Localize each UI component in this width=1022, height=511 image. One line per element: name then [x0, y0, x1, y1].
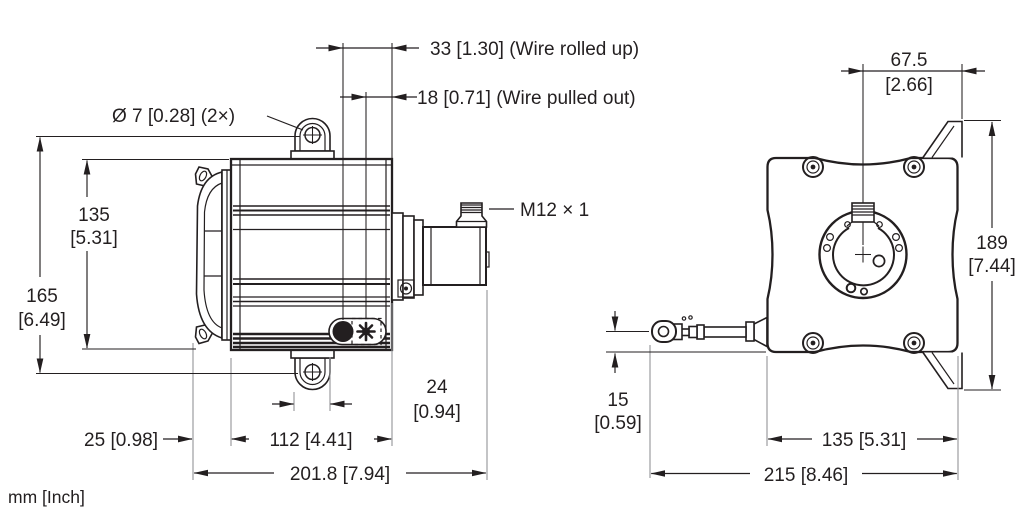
dim-mount-span: 165 [6.49]	[18, 136, 66, 374]
rear-view	[651, 120, 963, 390]
dim-label-rear-height-mm: 189	[976, 233, 1008, 254]
dim-label-overall-length: 201.8 [7.94]	[290, 464, 390, 485]
dim-rear-width: 135 [5.31]	[767, 430, 958, 451]
m12-connector-end	[846, 202, 880, 227]
dim-label-rear-width: 135 [5.31]	[822, 430, 907, 451]
dim-label-wire-offset-in: [0.59]	[594, 413, 642, 434]
dim-label-wire-offset-mm: 15	[607, 390, 628, 411]
dim-label-mount-span-in: [6.49]	[18, 310, 66, 331]
dim-wire-pulled-out: 18 [0.71] (Wire pulled out)	[340, 88, 636, 109]
corner-tab-bottom	[922, 352, 963, 390]
dim-body-height: 135 [5.31]	[70, 159, 118, 349]
dim-rear-height: 189 [7.44]	[968, 121, 1016, 390]
cover-bell	[194, 166, 232, 345]
dim-label-cover-width: 25 [0.98]	[84, 430, 158, 451]
screw	[802, 156, 824, 178]
dim-wire-rolled-up: 33 [1.30] (Wire rolled up)	[316, 39, 639, 60]
dim-mount-hole: Ø 7 [0.28] (2×)	[112, 106, 304, 131]
corner-screws	[802, 156, 925, 354]
screw	[802, 332, 824, 354]
m12-connector	[455, 202, 488, 228]
drum-housing	[229, 157, 394, 352]
units-note: mm [Inch]	[8, 487, 85, 507]
encoder-body	[422, 226, 490, 286]
dim-overall-length: 201.8 [7.94]	[193, 464, 487, 485]
rear-flange	[391, 212, 424, 301]
screw	[903, 156, 925, 178]
dim-label-rear-overall-width: 215 [8.46]	[764, 465, 849, 486]
wire-rope-assembly	[651, 315, 768, 348]
dim-cover-width: 25 [0.98]	[84, 430, 193, 451]
dim-wire-offset: 15 [0.59]	[594, 311, 642, 434]
dim-label-center-to-edge-mm: 67.5	[891, 50, 928, 71]
dim-rear-overall-width: 215 [8.46]	[650, 465, 958, 486]
dim-label-rear-height-in: [7.44]	[968, 256, 1016, 277]
dim-center-to-edge: 67.5 [2.66]	[841, 50, 985, 96]
dim-label-wire-pulled-out: 18 [0.71] (Wire pulled out)	[417, 88, 636, 109]
dim-label-body-length: 112 [4.41]	[269, 430, 352, 451]
dim-body-length: 112 [4.41]	[231, 430, 392, 451]
measuring-drum	[818, 209, 908, 300]
dim-label-body-height-in: [5.31]	[70, 228, 118, 249]
corner-tab-top	[922, 120, 963, 158]
dim-label-mount-hole: Ø 7 [0.28] (2×)	[112, 106, 235, 127]
dim-tab-width: 24 [0.94]	[272, 377, 461, 423]
dim-label-center-to-edge-in: [2.66]	[885, 75, 933, 96]
dim-label-mount-span-mm: 165	[26, 286, 58, 307]
screw	[903, 332, 925, 354]
dim-thread: M12 × 1	[489, 200, 589, 221]
dim-label-tab-width-mm: 24	[426, 377, 448, 398]
wire-exit-pulled-out	[356, 321, 376, 342]
dim-label-wire-rolled-up: 33 [1.30] (Wire rolled up)	[430, 39, 639, 60]
side-view	[194, 117, 490, 391]
cable-outlet	[328, 317, 387, 346]
dim-label-body-height-mm: 135	[78, 205, 110, 226]
dimensions: 33 [1.30] (Wire rolled up) 18 [0.71] (Wi…	[8, 39, 1016, 507]
mounting-tab-top	[290, 117, 335, 160]
dim-label-thread: M12 × 1	[520, 200, 589, 221]
mounting-tab-bottom	[290, 349, 335, 391]
dim-label-tab-width-in: [0.94]	[413, 402, 461, 423]
wire-exit-rolled-up	[332, 321, 354, 342]
